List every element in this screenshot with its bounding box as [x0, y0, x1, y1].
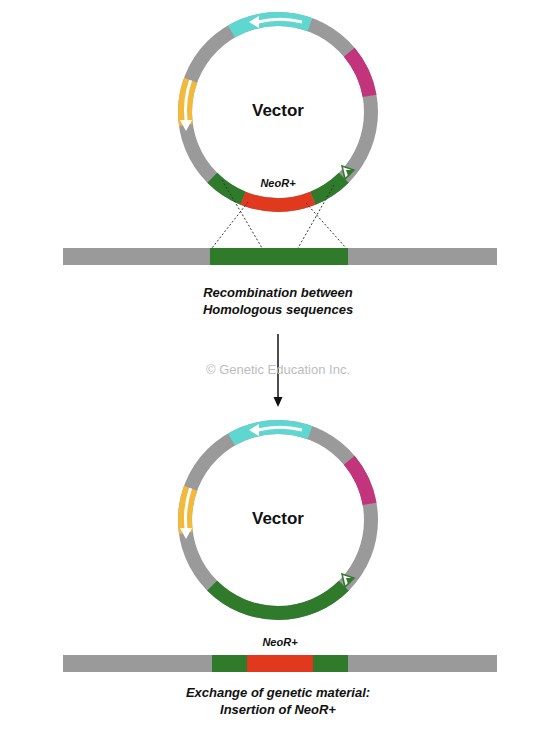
homology-arm: [146, 0, 409, 244]
neo-insert: [247, 655, 313, 672]
vector-node: VectorNeoR+: [185, 19, 371, 205]
step-caption: Recombination between Homologous sequenc…: [183, 284, 373, 318]
homology-arm: [157, 0, 399, 233]
gene-label: NeoR+: [185, 177, 371, 189]
step-caption: Exchange of genetic material: Insertion …: [163, 684, 393, 718]
neo-cassette: [157, 0, 399, 233]
gene-label: NeoR+: [63, 636, 497, 648]
vector-label: Vector: [185, 101, 371, 121]
homologous-region: [210, 248, 348, 265]
chromosome-node: NeoR+: [63, 655, 497, 672]
watermark: © Genetic Education Inc.: [158, 362, 398, 378]
crossover-lines: [212, 180, 346, 248]
chromosome-bar: [63, 655, 497, 672]
vector-ring: [147, 0, 409, 243]
arrow-head: [274, 397, 283, 407]
vector-node: Vector: [185, 427, 371, 613]
chromosome-bar: [63, 248, 497, 265]
vector-label: Vector: [185, 509, 371, 529]
vector-after: [146, 388, 409, 651]
homology-arms: [212, 655, 348, 672]
